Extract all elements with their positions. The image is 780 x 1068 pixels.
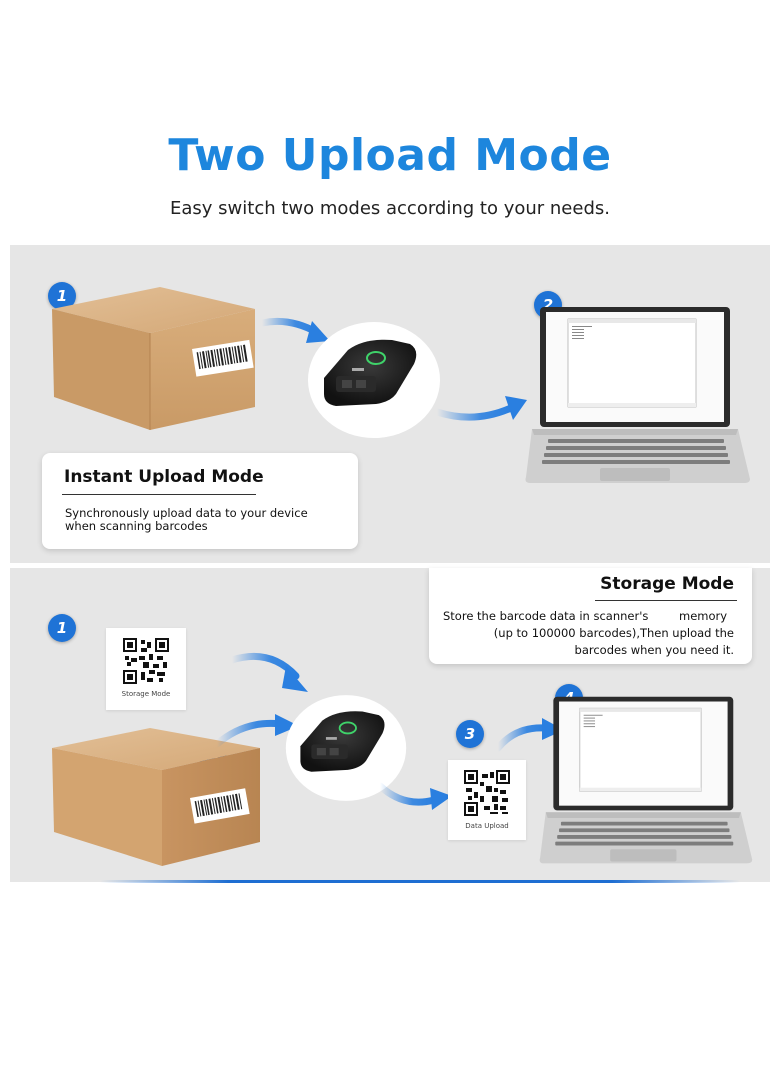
storage-mode-description-line2: (up to 100000 barcodes),Then upload the <box>493 626 734 640</box>
laptop-icon <box>525 307 750 483</box>
cardboard-box-icon <box>52 287 255 430</box>
storage-mode-panel: 1 2 3 4 Storage Mode Store the barcode d… <box>10 568 770 882</box>
storage-mode-title: Storage Mode <box>600 574 734 594</box>
instant-mode-description-line1: Synchronously upload data to your device <box>65 506 308 520</box>
storage-mode-description-line1b: memory <box>679 609 728 623</box>
step-badge-1: 1 <box>48 614 76 642</box>
arrow-scanner-to-laptop-icon <box>433 396 527 421</box>
arrow-qr-to-laptop-icon <box>494 718 564 752</box>
storage-mode-card: Storage Mode Store the barcode data in s… <box>429 568 752 664</box>
arrow-box-to-scanner-icon <box>258 317 330 343</box>
page-title: Two Upload Mode <box>168 130 612 181</box>
instant-mode-description-line2: when scanning barcodes <box>65 519 208 533</box>
bottom-accent-line <box>100 880 740 883</box>
arrow-scanner-to-qr-icon <box>376 782 452 810</box>
storage-mode-qr-card: Storage Mode <box>106 628 186 710</box>
instant-mode-panel: 1 2 <box>10 245 770 563</box>
storage-mode-description-line3: barcodes when you need it. <box>574 643 734 657</box>
instant-mode-card: Instant Upload Mode Synchronously upload… <box>42 453 358 549</box>
barcode-scanner-icon <box>285 695 407 801</box>
divider <box>595 600 737 601</box>
arrow-box-to-scanner-icon <box>213 714 299 748</box>
storage-mode-description-line1a: Store the barcode data in scanner's <box>443 609 649 623</box>
qr-code-icon <box>464 770 510 816</box>
step-badge-3: 3 <box>456 720 484 748</box>
data-upload-qr-caption: Data Upload <box>465 822 509 830</box>
arrow-qr-to-scanner-icon <box>228 652 308 692</box>
barcode-scanner-icon <box>308 322 440 438</box>
cardboard-box-icon <box>52 728 260 866</box>
divider <box>62 494 256 495</box>
laptop-icon <box>539 696 753 864</box>
step-badge-1: 1 <box>48 282 76 310</box>
storage-mode-qr-caption: Storage Mode <box>121 690 171 698</box>
qr-code-icon <box>123 638 169 684</box>
page-subtitle: Easy switch two modes according to your … <box>170 198 610 219</box>
instant-mode-title: Instant Upload Mode <box>64 467 264 487</box>
data-upload-qr-card: Data Upload <box>448 760 526 840</box>
